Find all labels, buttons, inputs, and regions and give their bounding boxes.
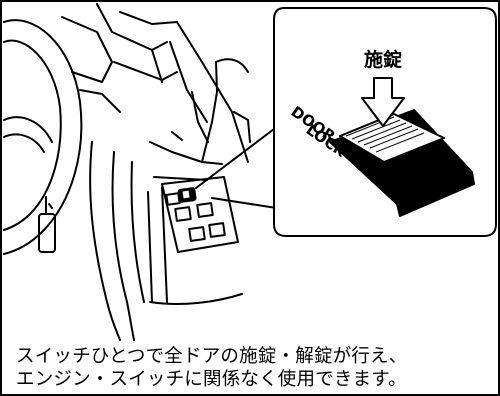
car-interior-illustration: 施錠 DOOR LOCK [2, 2, 500, 342]
dashboard [96, 3, 249, 163]
line-drawing: 施錠 DOOR LOCK [3, 3, 497, 341]
caption-line-1: スイッチひとつで全ドアの施錠・解錠が行え、 [16, 346, 408, 367]
seat-trim [89, 141, 145, 341]
power-window-switch-panel [161, 176, 239, 253]
door-panel [147, 58, 251, 305]
caption: スイッチひとつで全ドアの施錠・解錠が行え、 エンジン・スイッチに関係なく使用でき… [16, 345, 486, 391]
caption-line-2: エンジン・スイッチに関係なく使用できます。 [16, 369, 407, 390]
key-fob [38, 196, 56, 253]
column-stalk [61, 16, 121, 113]
steering-wheel [3, 19, 83, 255]
door-lock-switch-icon [329, 109, 475, 217]
lock-label: 施錠 [364, 48, 402, 71]
door-lock-switch-small [177, 187, 197, 203]
down-arrow-icon [361, 77, 405, 127]
